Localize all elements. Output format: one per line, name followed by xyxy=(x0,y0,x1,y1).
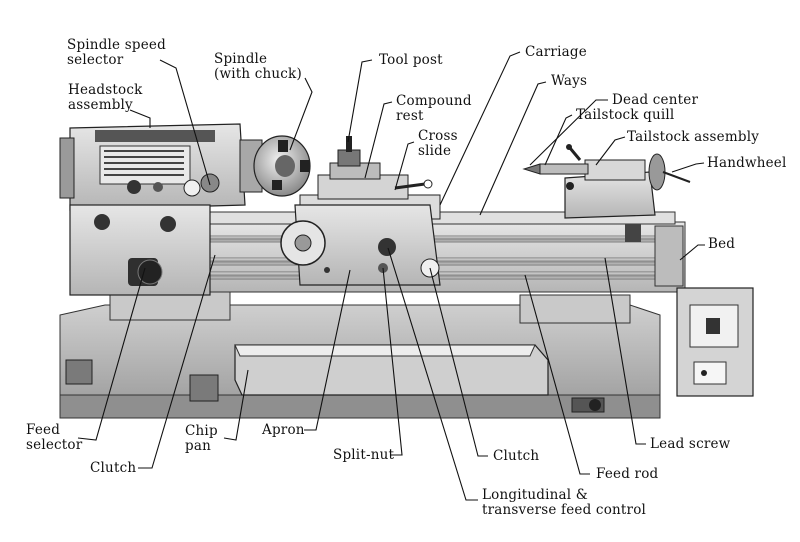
leader-lines xyxy=(77,51,705,501)
leader-clutch-left xyxy=(138,254,216,469)
leader-lead-screw xyxy=(604,257,646,445)
leader-headstock xyxy=(129,109,151,128)
label-feed-selector: Feed selector xyxy=(26,422,83,453)
leader-cross-slide xyxy=(394,141,415,191)
leader-clutch-right xyxy=(429,267,488,457)
carriage-shape xyxy=(280,136,441,286)
leader-compound xyxy=(364,101,393,179)
leader-handwheel xyxy=(671,162,705,173)
label-spindle-speed-selector: Spindle speed selector xyxy=(67,37,166,68)
leader-bed xyxy=(679,244,705,261)
leader-feed-rod xyxy=(524,274,590,475)
label-clutch-left: Clutch xyxy=(90,460,137,476)
electrical-box xyxy=(676,287,754,397)
leader-apron xyxy=(304,269,351,431)
label-carriage: Carriage xyxy=(525,44,587,60)
leader-ways xyxy=(479,81,547,216)
label-ways: Ways xyxy=(551,73,588,89)
leader-tailstock-quill xyxy=(544,114,573,166)
headstock-shape xyxy=(59,123,246,296)
leader-spindle xyxy=(289,77,313,151)
label-apron: Apron xyxy=(262,422,305,438)
label-feed-control: Longitudinal & transverse feed control xyxy=(482,487,647,518)
label-split-nut: Split-nut xyxy=(333,447,395,463)
label-handwheel: Handwheel xyxy=(707,155,787,171)
label-feed-rod: Feed rod xyxy=(596,466,659,482)
label-spindle: Spindle (with chuck) xyxy=(214,51,302,82)
label-headstock-assembly: Headstock assembly xyxy=(68,82,143,113)
label-clutch-right: Clutch xyxy=(493,448,540,464)
leader-spindle-speed-selector xyxy=(159,59,211,186)
chip-pan-shape xyxy=(234,344,549,396)
label-compound-rest: Compound rest xyxy=(396,93,472,124)
leader-tool-post xyxy=(347,59,373,143)
leader-split-nut xyxy=(382,267,403,456)
label-tool-post: Tool post xyxy=(379,52,443,68)
label-bed: Bed xyxy=(708,236,736,252)
leader-carriage xyxy=(439,51,521,206)
label-dead-center: Dead center xyxy=(612,92,699,108)
label-cross-slide: Cross slide xyxy=(418,128,458,159)
label-tailstock-quill: Tailstock quill xyxy=(576,107,675,123)
leader-chip-pan xyxy=(223,369,249,441)
leader-feed-selector xyxy=(77,267,146,441)
label-chip-pan: Chip pan xyxy=(185,423,218,454)
label-tailstock-assembly: Tailstock assembly xyxy=(627,129,760,145)
label-lead-screw: Lead screw xyxy=(650,436,731,452)
leader-dead-center xyxy=(529,99,608,166)
chuck-shape xyxy=(239,135,311,197)
leader-feed-control xyxy=(387,247,478,501)
leader-tailstock-assembly xyxy=(595,136,626,166)
lathe-bed xyxy=(204,211,686,293)
tailstock-shape xyxy=(522,144,691,219)
